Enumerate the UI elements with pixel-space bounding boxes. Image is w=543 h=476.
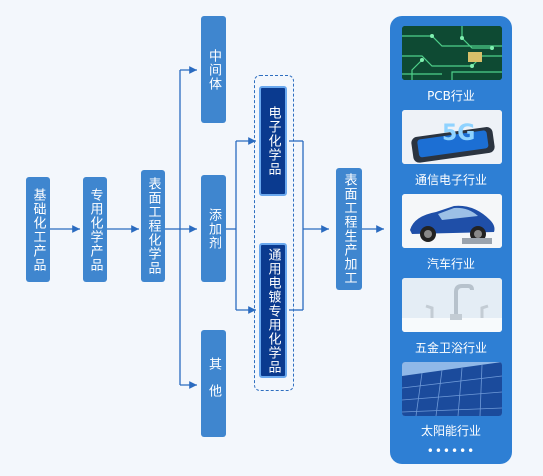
industry-label-pcb: PCB行业	[427, 89, 475, 103]
surface-processing-box: 表面工程生产加工	[336, 168, 362, 290]
solar-panel-icon	[402, 362, 502, 416]
chemical-group-frame	[254, 75, 294, 391]
industry-label-auto: 汽车行业	[426, 257, 475, 271]
industry-label-solar: 太阳能行业	[420, 424, 481, 438]
faucet-icon	[402, 278, 502, 332]
svg-text:5G: 5G	[442, 121, 475, 146]
surface-chemical-box: 表面工程化学品	[141, 170, 165, 282]
pcb-icon	[402, 26, 502, 80]
car-icon	[402, 194, 502, 248]
specialty-chemical-box: 专用化学产品	[83, 177, 107, 282]
more-dots: ••••••	[426, 444, 476, 458]
additive-box: 添加剂	[201, 175, 226, 282]
plating-chemical-box: 通用电镀专用化学品	[259, 243, 287, 378]
other-box: 其他	[201, 330, 226, 437]
basic-chemical-box: 基础化工产品	[26, 177, 50, 282]
5g-phone-icon: 5G	[402, 110, 502, 164]
industry-label-hardware: 五金卫浴行业	[414, 341, 487, 355]
industry-label-telecom: 通信电子行业	[414, 173, 487, 187]
electronic-chemical-box: 电子化学品	[259, 86, 287, 196]
intermediate-box: 中间体	[201, 16, 226, 123]
